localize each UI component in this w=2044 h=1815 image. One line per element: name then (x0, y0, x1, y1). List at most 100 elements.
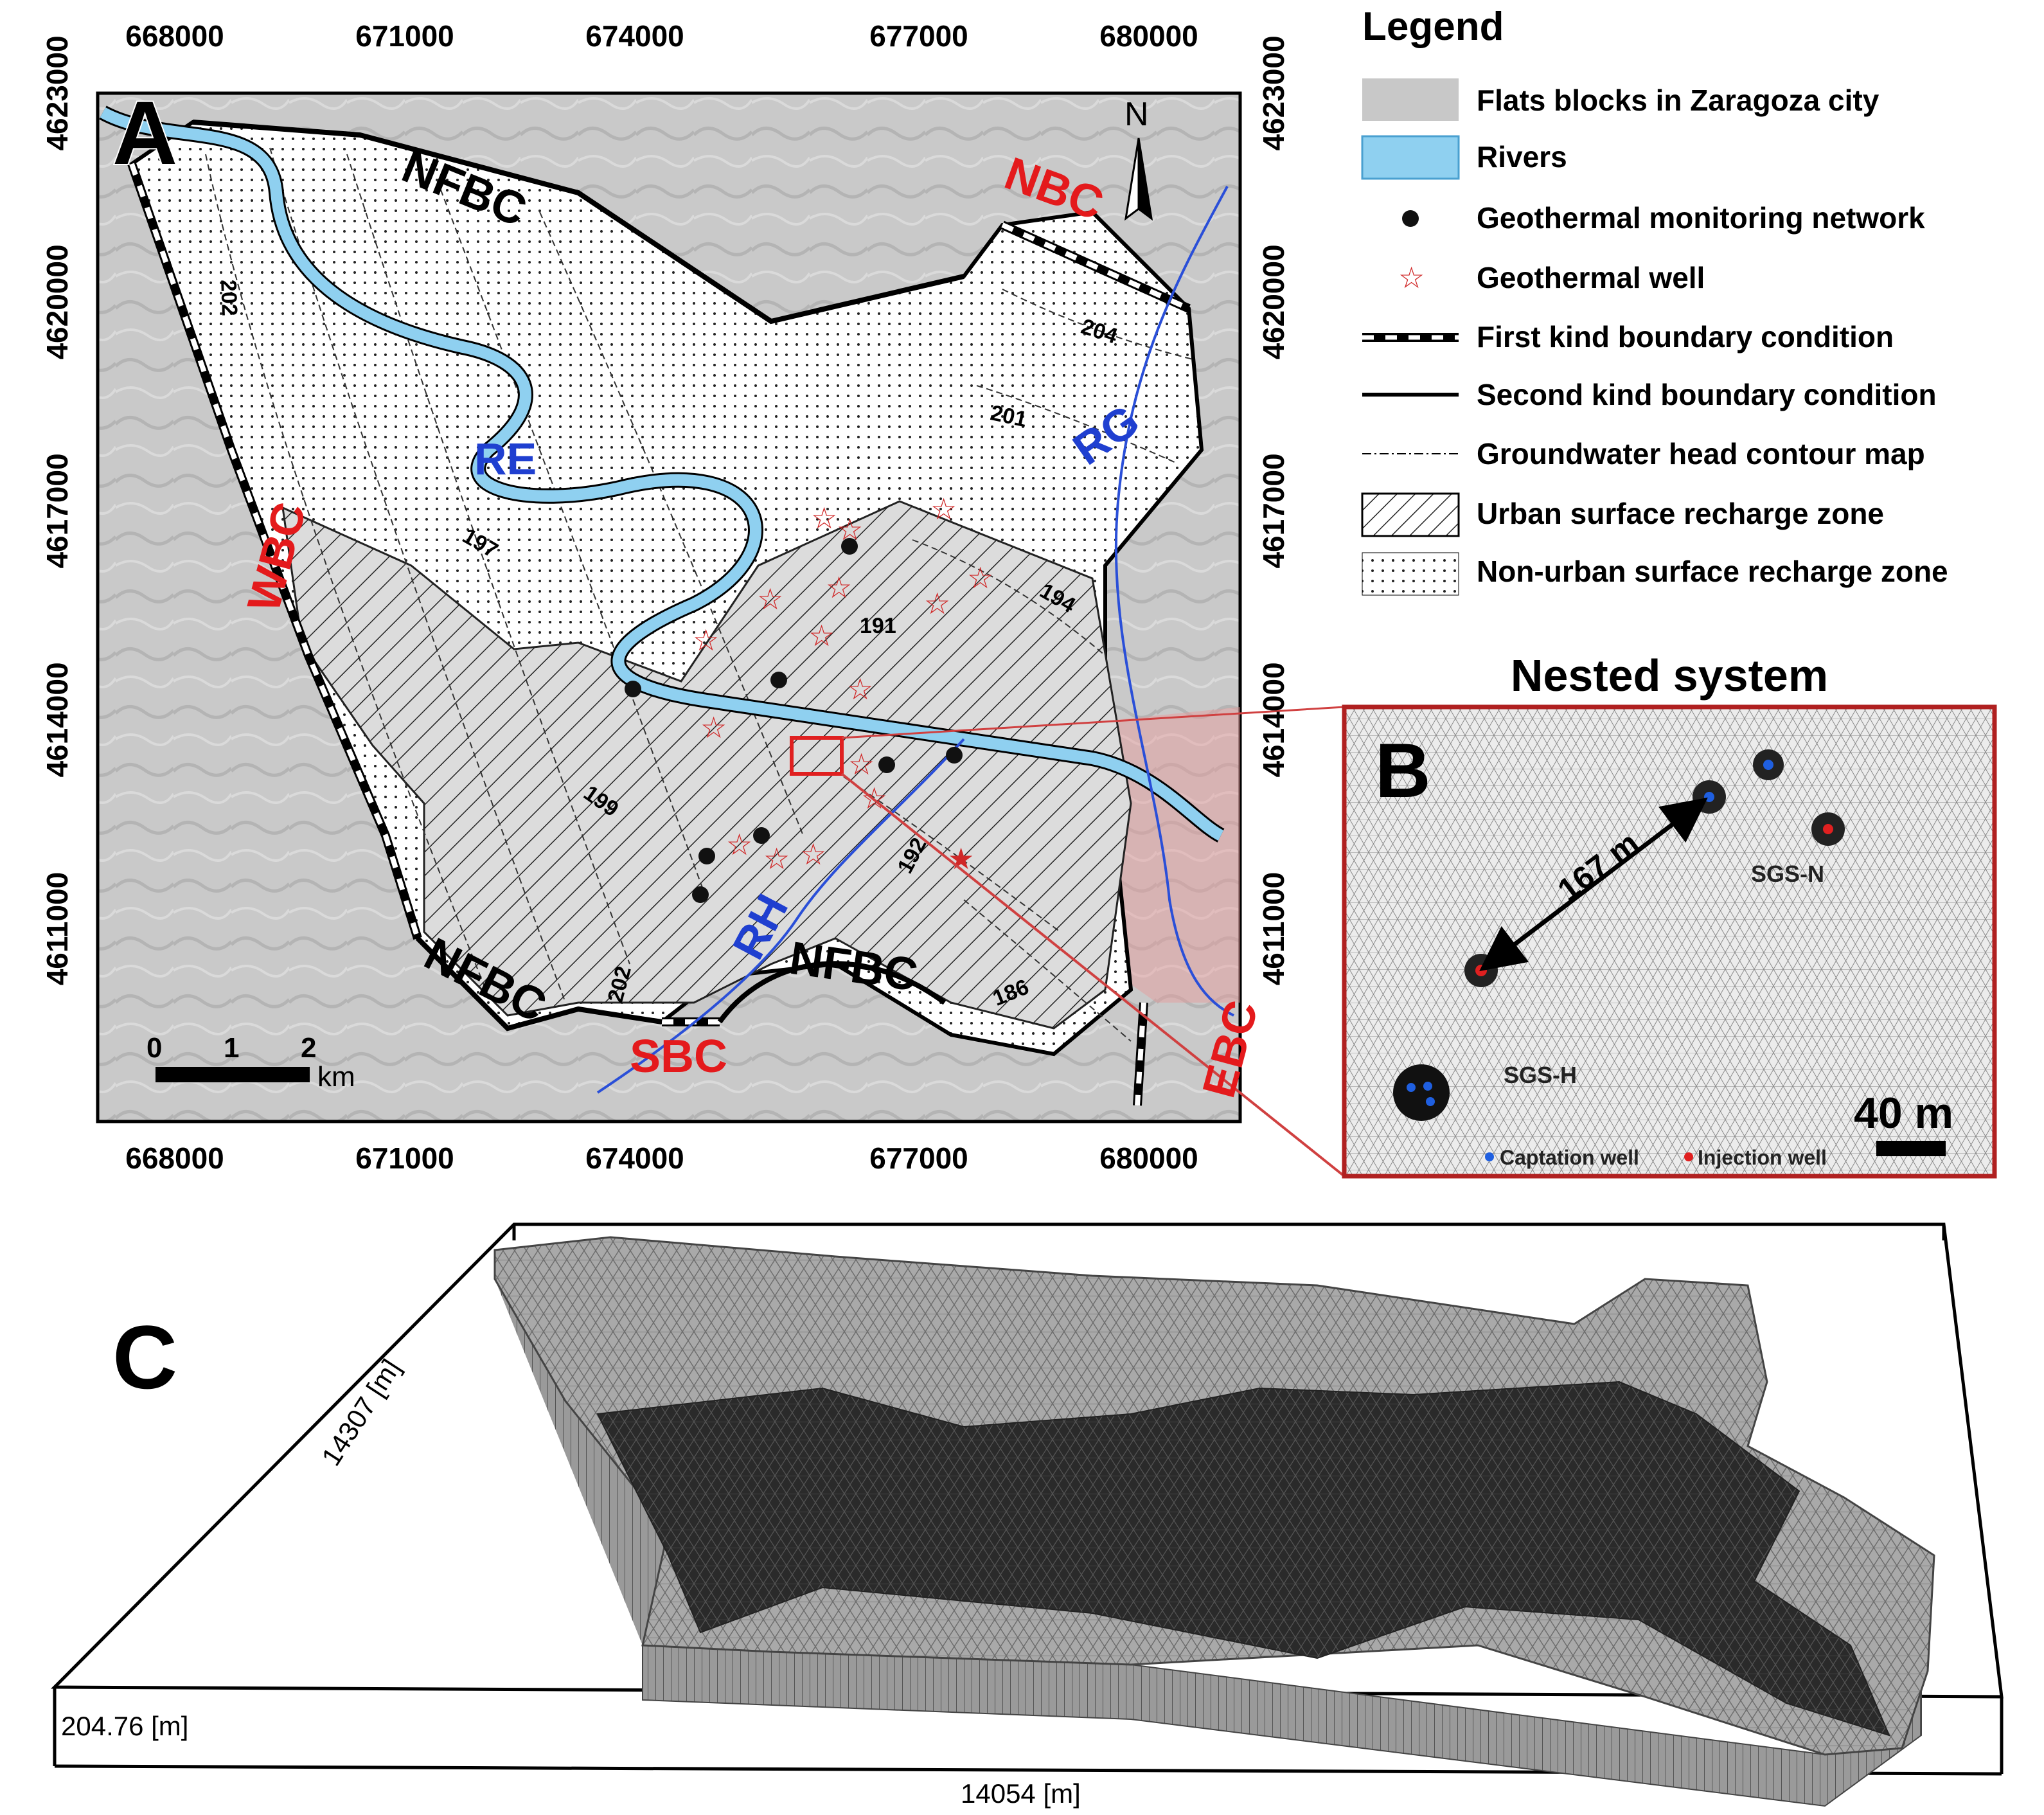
legend-title: Legend (1362, 4, 1504, 49)
legend-item-first-kind: First kind boundary condition (1477, 320, 1894, 353)
north-arrow-right (1137, 138, 1153, 221)
geothermal-well-icon: ☆ (763, 842, 790, 875)
sgs-h-cluster (1393, 1064, 1450, 1121)
legend-monitoring-icon (1402, 210, 1419, 227)
geothermal-well-icon: ☆ (726, 828, 752, 861)
captation-well (1423, 1082, 1432, 1091)
nfbc-sw-boundary (416, 936, 662, 1032)
x-tick-bottom: 674000 (585, 1141, 684, 1175)
captation-legend-label: Captation well (1500, 1146, 1639, 1169)
geothermal-well-icon: ☆ (700, 711, 727, 744)
injection-legend-label: Injection well (1698, 1146, 1827, 1169)
y-tick-right: 4623000 (1257, 35, 1290, 150)
contour-label: 202 (216, 279, 242, 316)
geothermal-well-icon: ☆ (930, 492, 957, 526)
nested-area-box (790, 736, 844, 776)
urban-zone (281, 500, 1132, 1030)
nfbc-south-boundary (717, 961, 946, 1024)
legend: Legend Flats blocks in Zaragoza city Riv… (1361, 4, 1948, 596)
y-tick-right: 4620000 (1257, 244, 1290, 359)
river-gallego (1114, 186, 1234, 1017)
zoom-line-top (841, 706, 1345, 739)
river-label-re: RE (474, 434, 537, 484)
x-tick-bottom: 680000 (1099, 1141, 1198, 1175)
legend-swatch-non-urban (1362, 552, 1459, 596)
scale-tick-1: 1 (224, 1032, 239, 1064)
scale-bar (156, 1067, 310, 1082)
y-tick-left: 4617000 (40, 453, 74, 568)
monitoring-point (770, 672, 787, 688)
x-tick-bottom: 671000 (355, 1141, 454, 1175)
x-tick-top: 671000 (355, 19, 454, 53)
monitoring-points (625, 538, 963, 903)
geothermal-well-icon: ☆ (848, 747, 875, 781)
height-label: 204.76 [m] (61, 1711, 188, 1741)
legend-item-non-urban: Non-urban surface recharge zone (1477, 555, 1948, 588)
monitoring-point (946, 747, 963, 764)
captation-well (1704, 792, 1714, 802)
sgs-n-label: SGS-N (1751, 861, 1824, 887)
geothermal-well-icon: ☆ (808, 619, 835, 652)
injection-well (1475, 965, 1487, 976)
ebc-boundary-dash (1135, 1002, 1146, 1106)
monitoring-point (753, 827, 770, 844)
sgs-h-label: SGS-H (1504, 1062, 1577, 1088)
monitoring-point (841, 538, 858, 555)
y-tick-right: 4614000 (1257, 662, 1290, 777)
zoom-line-bottom (840, 773, 1346, 1177)
mesh-urban-region (596, 1381, 1890, 1737)
legend-item-flats: Flats blocks in Zaragoza city (1477, 84, 1880, 117)
geothermal-wells: ☆ ☆ ☆ ☆ ☆ ☆ ☆ ☆ ☆ ☆ ☆ ☆ ☆ ☆ ☆ ☆ ★ (693, 492, 993, 875)
nested-scale-label: 40 m (1854, 1089, 1953, 1138)
map-scale-bar: 0 1 2 km (147, 1032, 355, 1093)
geothermal-well-icon: ☆ (826, 571, 852, 604)
nfbc-north-boundary (192, 120, 964, 325)
legend-swatch-flats (1362, 78, 1459, 121)
contour-label: 191 (860, 614, 896, 638)
y-tick-left: 4620000 (40, 244, 74, 359)
panel-c: C 14307 [m] 204.76 [m] 14054 [m] (51, 1222, 2004, 1809)
nbc-boundary-dash (1001, 222, 1190, 311)
wbc-boundary (127, 162, 422, 940)
panel-b-label: B (1375, 728, 1431, 814)
monitoring-point (692, 886, 709, 903)
geothermal-well-icon: ☆ (800, 837, 826, 871)
y-tick-right: 4611000 (1257, 872, 1290, 986)
legend-item-urban: Urban surface recharge zone (1477, 497, 1884, 530)
panel-a-label: A (112, 82, 177, 183)
panel-a: ☆ ☆ ☆ ☆ ☆ ☆ ☆ ☆ ☆ ☆ ☆ ☆ ☆ ☆ ☆ ☆ ★ NFBC N… (40, 19, 1346, 1177)
legend-item-second-kind: Second kind boundary condition (1477, 378, 1937, 411)
legend-item-monitoring: Geothermal monitoring network (1477, 201, 1925, 235)
y-tick-left: 4611000 (40, 872, 74, 986)
scale-tick-2: 2 (301, 1032, 316, 1064)
monitoring-point (625, 681, 641, 697)
captation-well (1407, 1083, 1416, 1092)
geothermal-well-icon: ☆ (693, 623, 719, 657)
legend-swatch-urban (1361, 492, 1460, 537)
width-label: 14054 [m] (961, 1778, 1081, 1809)
scale-tick-0: 0 (147, 1032, 162, 1064)
legend-item-geothermal-well: Geothermal well (1477, 261, 1705, 294)
injection-legend-icon (1684, 1152, 1693, 1161)
x-tick-top: 668000 (125, 19, 224, 53)
distance-arrow (1479, 797, 1708, 972)
geothermal-well-icon: ☆ (967, 561, 993, 595)
geothermal-well-icon: ☆ (837, 513, 863, 546)
river-huerva (596, 738, 965, 1094)
x-tick-top: 680000 (1099, 19, 1198, 53)
nested-scale-bar (1876, 1141, 1946, 1156)
monitoring-point (698, 848, 715, 864)
y-tick-left: 4623000 (40, 35, 74, 150)
geothermal-well-icon: ☆ (811, 501, 837, 535)
scale-unit: km (317, 1061, 355, 1093)
x-tick-bottom: 668000 (125, 1141, 224, 1175)
geothermal-well-icon: ☆ (924, 587, 950, 620)
geothermal-well-icon: ☆ (757, 582, 783, 616)
river-ebro (100, 107, 1224, 841)
legend-geothermal-well-icon: ☆ (1398, 261, 1425, 294)
x-tick-bottom: 677000 (869, 1141, 968, 1175)
injection-well (1823, 824, 1833, 834)
legend-swatch-rivers (1361, 135, 1460, 180)
